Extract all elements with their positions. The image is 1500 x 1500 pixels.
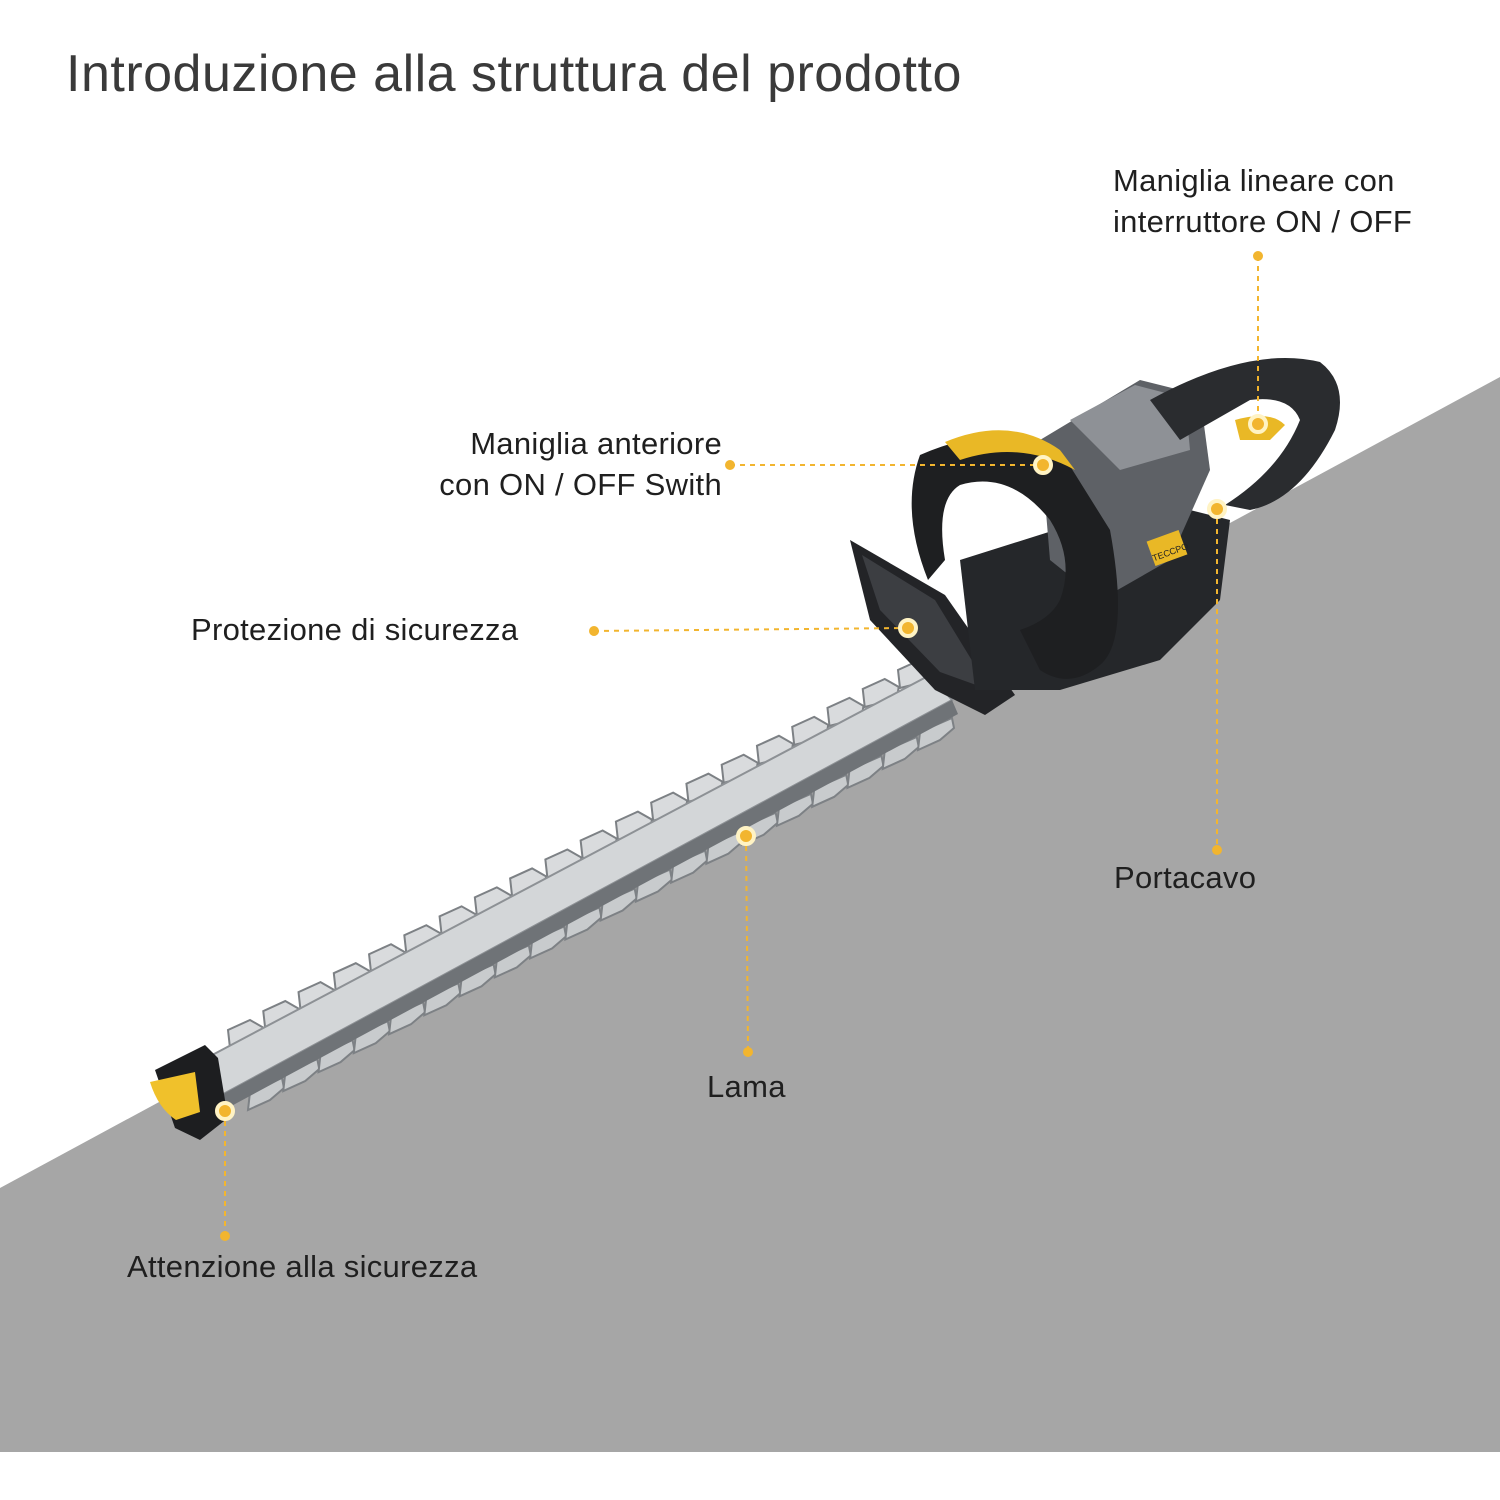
leader-guard <box>593 627 909 632</box>
callout-leaders <box>224 256 1259 1236</box>
dot-rear-handle-start <box>1253 251 1263 261</box>
dot-cord-holder-end <box>1212 845 1222 855</box>
blade-tooth-lower <box>846 754 885 790</box>
callout-rear-handle-line1: Maniglia lineare con <box>1113 163 1395 198</box>
dot-guard-end <box>898 618 918 638</box>
front-handle-shape <box>911 430 1118 679</box>
dot-front-handle-start <box>725 460 735 470</box>
callout-front-handle: Maniglia anteriore con ON / OFF Swith <box>372 423 722 505</box>
leader-blade <box>745 835 749 1053</box>
dot-guard-start <box>589 626 599 636</box>
dot-tip-guard-end <box>220 1231 230 1241</box>
tip-guard <box>150 1045 228 1140</box>
blade-bar-shadow <box>190 700 958 1124</box>
callout-front-handle-line1: Maniglia anteriore <box>470 426 722 461</box>
dot-blade-start <box>736 826 756 846</box>
dot-blade-end <box>743 1047 753 1057</box>
dot-tip-guard-start <box>215 1101 235 1121</box>
callout-cord-holder: Portacavo <box>1114 860 1257 895</box>
dot-cord-holder-start <box>1207 499 1227 519</box>
callout-blade: Lama <box>707 1069 786 1104</box>
callout-tip-guard: Attenzione alla sicurezza <box>127 1249 478 1284</box>
callout-rear-handle: Maniglia lineare con interruttore ON / O… <box>1113 160 1412 242</box>
dot-front-handle-end <box>1033 455 1053 475</box>
blade-tooth-lower <box>881 735 920 771</box>
blade-upper-teeth <box>226 658 936 1050</box>
callout-front-handle-line2: con ON / OFF Swith <box>439 467 722 502</box>
dot-rear-handle-end <box>1248 414 1268 434</box>
page-title: Introduzione alla struttura del prodotto <box>66 45 962 103</box>
blade-tooth-lower <box>916 716 956 752</box>
callout-guard: Protezione di sicurezza <box>191 612 519 647</box>
callout-dots <box>215 251 1268 1241</box>
grey-slope <box>0 377 1500 1452</box>
callout-rear-handle-line2: interruttore ON / OFF <box>1113 204 1413 239</box>
blade-lower-teeth <box>246 716 956 1112</box>
